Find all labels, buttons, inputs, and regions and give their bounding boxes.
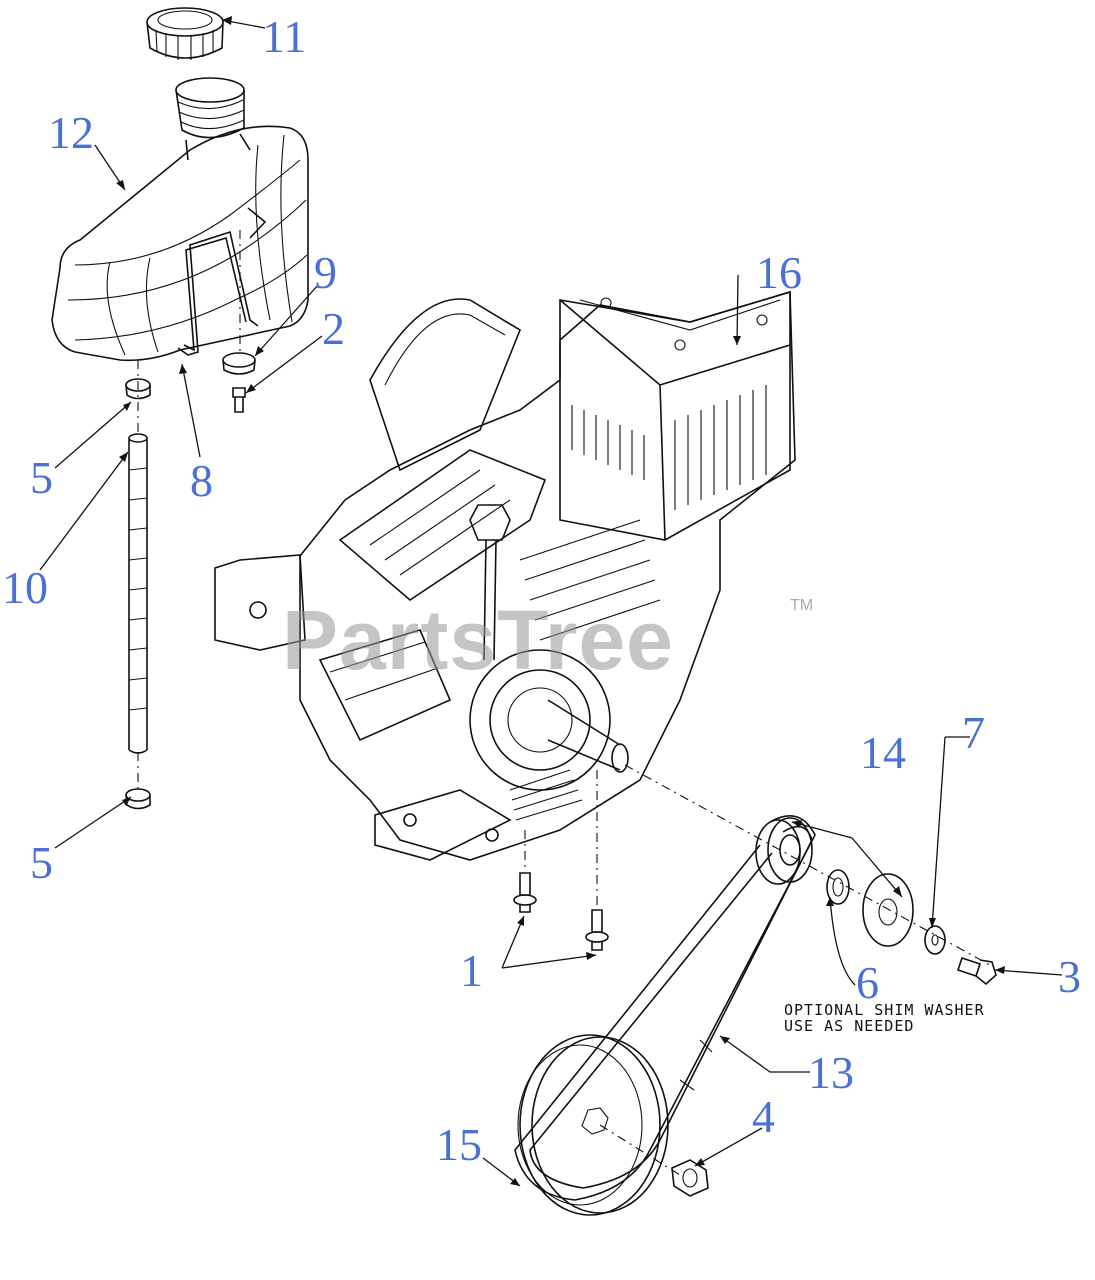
pulley-bolt: [956, 956, 997, 986]
part-label-10[interactable]: 10: [2, 562, 48, 613]
tank-strap: [177, 207, 267, 356]
fuel-cap: [146, 7, 224, 60]
crankshaft-axis: [624, 764, 991, 966]
shim-note-line-1: OPTIONAL SHIM WASHER: [784, 1001, 985, 1019]
part-label-16[interactable]: 16: [756, 247, 802, 298]
part-label-6[interactable]: 6: [856, 957, 879, 1008]
grommet-and-screw: [222, 230, 256, 413]
fuel-line: [125, 360, 151, 810]
engine: [214, 290, 796, 861]
part-label-8[interactable]: 8: [190, 455, 213, 506]
part-label-7[interactable]: 7: [962, 707, 985, 758]
part-label-9[interactable]: 9: [314, 247, 337, 298]
pulley-cone: [862, 873, 914, 947]
watermark-text: PartsTree: [282, 593, 674, 687]
part-label-12[interactable]: 12: [48, 107, 94, 158]
trademark-mark: TM: [790, 597, 814, 614]
part-label-1[interactable]: 1: [460, 945, 483, 996]
fuel-tank: [51, 125, 309, 362]
part-label-5-bottom[interactable]: 5: [30, 837, 53, 888]
shim-note-line-2: USE AS NEEDED: [784, 1017, 915, 1035]
part-label-4[interactable]: 4: [752, 1091, 775, 1142]
muffler: [559, 290, 791, 541]
washer: [924, 925, 946, 955]
part-label-2[interactable]: 2: [322, 303, 345, 354]
part-label-11[interactable]: 11: [262, 11, 307, 62]
engine-bolts: [513, 770, 609, 951]
auger-pulley: [517, 1034, 681, 1216]
tank-neck: [175, 77, 251, 161]
leader-lines: [39, 16, 1063, 1187]
engine-pulley: [755, 817, 813, 885]
drive-belt: [514, 815, 816, 1201]
part-label-14[interactable]: 14: [860, 727, 906, 778]
part-label-15[interactable]: 15: [436, 1119, 482, 1170]
hex-nut: [671, 1159, 709, 1197]
part-label-5-top[interactable]: 5: [30, 452, 53, 503]
shim-washer: [826, 869, 850, 905]
part-label-13[interactable]: 13: [808, 1047, 854, 1098]
part-label-3[interactable]: 3: [1058, 951, 1081, 1002]
